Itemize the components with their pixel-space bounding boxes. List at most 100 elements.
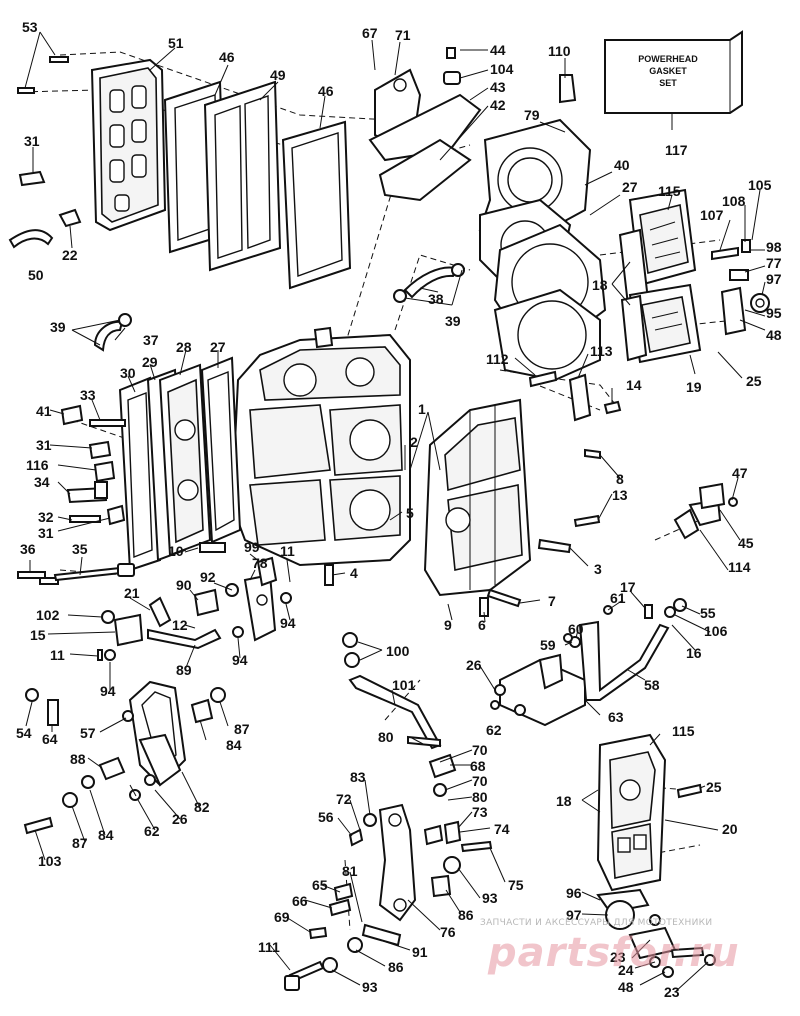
callout-46: 46: [318, 83, 334, 99]
callout-19: 19: [686, 379, 702, 395]
callout-16: 16: [686, 645, 702, 661]
callout-40: 40: [614, 157, 630, 173]
callout-117: 117: [665, 142, 688, 158]
block-fasteners: [199, 370, 622, 617]
callout-21: 21: [124, 585, 140, 601]
callout-49: 49: [270, 67, 286, 83]
callout-18: 18: [556, 793, 572, 809]
callout-48: 48: [766, 327, 782, 343]
callout-39: 39: [50, 319, 66, 335]
callout-59: 59: [540, 637, 556, 653]
callout-94: 94: [280, 615, 296, 631]
callout-71: 71: [395, 27, 411, 43]
callout-23: 23: [664, 984, 680, 1000]
watermark-tagline: ЗАПЧАСТИ И АКСЕССУАРЫ ДЛЯ МОТОТЕХНИКИ: [480, 918, 713, 928]
callout-39: 39: [445, 313, 461, 329]
callout-115: 115: [672, 723, 695, 739]
intake-gasket-2: [281, 120, 352, 290]
callout-24: 24: [618, 962, 634, 978]
callout-100: 100: [386, 643, 410, 659]
reed-block-lower: [620, 283, 702, 364]
callout-78: 78: [252, 555, 268, 571]
callout-58: 58: [644, 677, 660, 693]
callout-25: 25: [706, 779, 722, 795]
callout-105: 105: [748, 177, 772, 193]
callout-6: 6: [478, 617, 486, 633]
exhaust-cover-stack: [118, 356, 242, 572]
callout-11: 11: [280, 543, 295, 559]
callout-79: 79: [524, 107, 540, 123]
lower-reed-assembly: [596, 733, 703, 892]
callout-36: 36: [20, 541, 36, 557]
callout-37: 37: [143, 332, 159, 348]
callout-44: 44: [490, 42, 506, 58]
callout-112: 112: [486, 351, 509, 367]
linkage-parts: [97, 556, 292, 661]
callout-72: 72: [336, 791, 352, 807]
callout-32: 32: [38, 509, 54, 525]
callout-87: 87: [234, 721, 250, 737]
callout-62: 62: [486, 722, 502, 738]
callout-53: 53: [22, 19, 38, 35]
spark-lever: [348, 753, 493, 922]
callout-31: 31: [24, 133, 40, 149]
callout-104: 104: [490, 61, 514, 77]
callout-55: 55: [700, 605, 716, 621]
callout-114: 114: [728, 559, 751, 575]
throttle-cam: [128, 680, 187, 787]
callout-98: 98: [766, 239, 782, 255]
callout-76: 76: [440, 924, 456, 940]
callout-31: 31: [36, 437, 52, 453]
callout-22: 22: [62, 247, 78, 263]
link-114-45-47: [673, 482, 738, 540]
callout-33: 33: [80, 387, 96, 403]
callout-47: 47: [732, 465, 748, 481]
callout-11: 11: [50, 647, 65, 663]
callout-111: 111: [258, 939, 280, 955]
callout-86: 86: [388, 959, 404, 975]
callout-29: 29: [142, 354, 158, 370]
callout-54: 54: [16, 725, 32, 741]
callout-51: 51: [168, 35, 184, 51]
lower-center-fasteners: [284, 882, 402, 991]
callout-88: 88: [70, 751, 86, 767]
callout-96: 96: [566, 885, 582, 901]
callout-25: 25: [746, 373, 762, 389]
callout-90: 90: [176, 577, 192, 593]
callout-81: 81: [342, 863, 358, 879]
throttle-lever-58: [578, 620, 670, 701]
callout-42: 42: [490, 97, 506, 113]
callout-62: 62: [144, 823, 160, 839]
callout-1: 1: [418, 401, 426, 417]
callout-113: 113: [590, 343, 613, 359]
callout-3: 3: [594, 561, 602, 577]
callout-83: 83: [350, 769, 366, 785]
callout-77: 77: [766, 255, 782, 271]
callout-50: 50: [28, 267, 44, 283]
callout-18: 18: [592, 277, 608, 293]
callout-17: 17: [620, 579, 636, 595]
callout-2: 2: [410, 434, 418, 450]
callout-28: 28: [176, 339, 192, 355]
callout-30: 30: [120, 365, 136, 381]
callout-63: 63: [608, 709, 624, 725]
callout-73: 73: [472, 804, 488, 820]
callout-94: 94: [100, 683, 116, 699]
fitting-22: [58, 208, 82, 228]
callout-106: 106: [704, 623, 728, 639]
callout-8: 8: [616, 471, 624, 487]
fitting-110: [559, 74, 577, 104]
callout-20: 20: [722, 821, 738, 837]
callout-61: 61: [610, 590, 626, 606]
gasket-set-box: POWERHEAD GASKET SET: [604, 30, 743, 114]
left-small-parts: [17, 404, 135, 585]
callout-82: 82: [194, 799, 210, 815]
callout-65: 65: [312, 877, 328, 893]
callout-4: 4: [350, 565, 358, 581]
callout-97: 97: [766, 271, 782, 287]
leader-lines: [24, 31, 766, 993]
callout-80: 80: [378, 729, 394, 745]
